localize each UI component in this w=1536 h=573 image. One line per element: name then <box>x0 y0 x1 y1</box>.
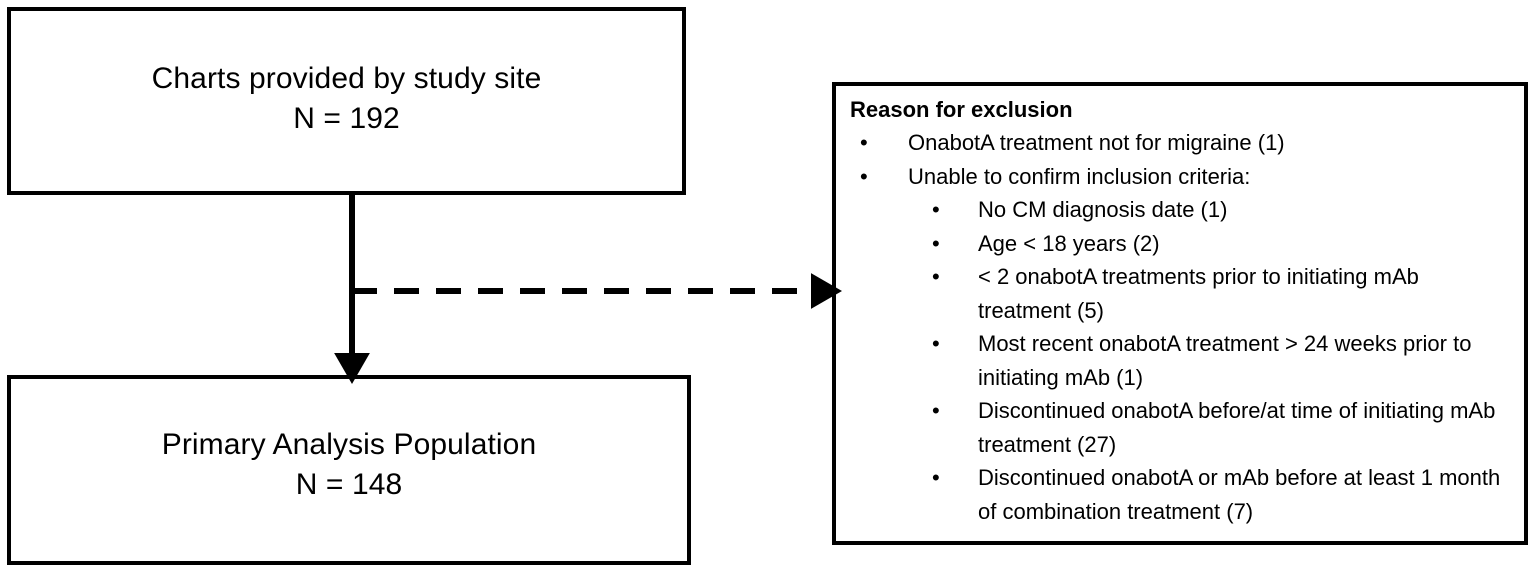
node-primary-analysis-population-text: Primary Analysis Population N = 148 <box>11 425 687 505</box>
exclusion-bullet-list: •OnabotA treatment not for migraine (1)•… <box>848 126 1514 528</box>
exclusion-bullet-text: Discontinued onabotA or mAb before at le… <box>978 465 1501 524</box>
exclusion-bullet-item: • < 2 onabotA treatments prior to initiat… <box>920 260 1514 327</box>
bullet-point-icon: • <box>932 331 940 356</box>
exclusion-bullet-item: • OnabotA treatment not for migraine (1) <box>850 126 1514 160</box>
exclusion-bullet-text: Discontinued onabotA before/at time of i… <box>978 398 1496 457</box>
node-charts-provided-line1: Charts provided by study site <box>151 62 542 95</box>
exclusion-bullet-text: No CM diagnosis date (1) <box>978 197 1228 222</box>
node-charts-provided: Charts provided by study site N = 192 <box>7 7 686 195</box>
exclusion-bullet-item: • Age < 18 years (2) <box>920 227 1514 261</box>
exclusion-bullet-item: • Unable to confirm inclusion criteria: <box>850 160 1514 194</box>
exclusion-bullet-text: Unable to confirm inclusion criteria: <box>908 163 1251 189</box>
bullet-point-icon: • <box>932 197 940 222</box>
bullet-point-icon: • <box>860 130 868 155</box>
bullet-point-icon: • <box>932 465 940 490</box>
node-primary-analysis-population-line1: Primary Analysis Population <box>161 428 537 461</box>
node-charts-provided-line2: N = 192 <box>293 102 400 135</box>
node-primary-analysis-population-line2: N = 148 <box>295 468 403 501</box>
bullet-point-icon: • <box>932 398 940 423</box>
exclusion-bullet-text: Age < 18 years (2) <box>978 230 1160 256</box>
node-reason-for-exclusion: Reason for exclusion • OnabotA treatment … <box>832 82 1528 545</box>
exclusion-title: Reason for exclusion <box>850 97 1073 122</box>
exclusion-bullet-item: • Discontinued onabotA before/at time of … <box>920 394 1514 461</box>
exclusion-bullet-item: • No CM diagnosis date (1) <box>920 193 1514 227</box>
exclusion-bullet-text: Most recent onabotA treatment > 24 weeks… <box>978 331 1472 390</box>
exclusion-bullet-text: OnabotA treatment not for migraine (1) <box>908 130 1285 155</box>
exclusion-bullet-item: • Most recent onabotA treatment > 24 week… <box>920 327 1514 394</box>
exclusion-bullet-item: • Discontinued onabotA or mAb before at l… <box>920 461 1514 528</box>
bullet-point-icon: • <box>932 230 940 256</box>
bullet-point-icon: • <box>932 264 940 289</box>
bullet-point-icon: • <box>860 163 868 189</box>
node-primary-analysis-population: Primary Analysis Population N = 148 <box>7 375 691 565</box>
node-charts-provided-text: Charts provided by study site N = 192 <box>11 59 682 139</box>
exclusion-bullet-text: < 2 onabotA treatments prior to initiati… <box>978 264 1419 323</box>
